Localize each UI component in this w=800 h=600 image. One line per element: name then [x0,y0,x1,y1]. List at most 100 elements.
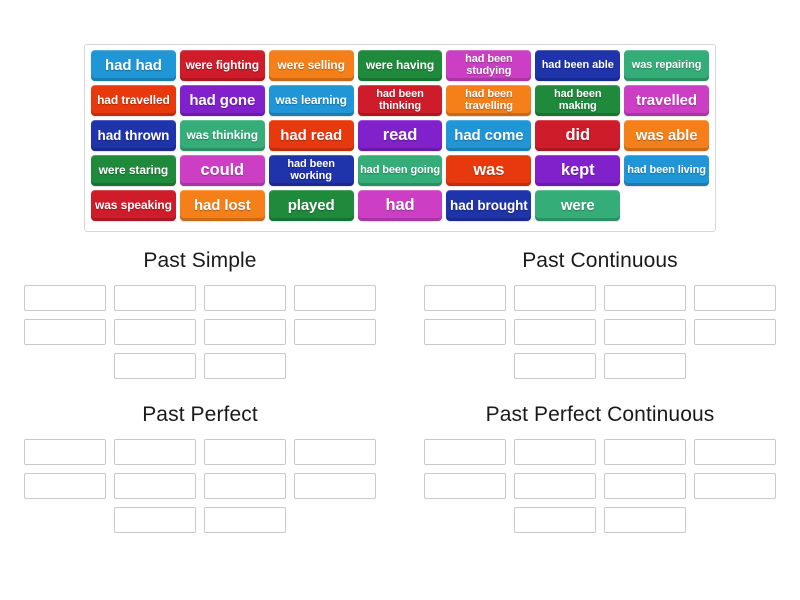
drop-grid-past-simple [0,285,400,379]
word-tile[interactable]: could [179,155,265,186]
word-tile[interactable]: had thrown [91,120,176,151]
word-tile[interactable]: travelled [624,85,710,116]
drop-slot[interactable] [204,353,286,379]
drop-slot[interactable] [514,473,596,499]
drop-slot[interactable] [514,439,596,465]
drop-slot[interactable] [604,439,686,465]
drop-slot[interactable] [24,285,106,311]
drop-slot[interactable] [604,353,686,379]
drop-grid-past-perfect [0,439,400,533]
group-past-continuous: Past Continuous [400,250,800,379]
word-tile[interactable]: was repairing [624,50,710,81]
word-tile[interactable]: were selling [268,50,354,81]
drop-slot[interactable] [24,473,106,499]
drop-slot[interactable] [204,439,286,465]
word-tile[interactable]: was [446,155,532,186]
word-tile[interactable]: did [535,120,621,151]
word-tile[interactable]: was able [624,120,710,151]
word-tile[interactable]: was speaking [91,190,176,221]
drop-slot[interactable] [204,319,286,345]
group-past-perfect-continuous: Past Perfect Continuous [400,404,800,533]
word-tile[interactable]: kept [535,155,621,186]
word-tile[interactable]: was learning [268,85,354,116]
drop-slot[interactable] [424,473,506,499]
drop-row [24,319,376,345]
group-title-past-simple: Past Simple [143,249,257,272]
drop-slot[interactable] [114,285,196,311]
word-tile[interactable]: had been thinking [357,85,443,116]
word-tile[interactable]: had been studying [446,50,532,81]
drop-slot[interactable] [294,439,376,465]
word-tile[interactable]: played [268,190,354,221]
drop-slot[interactable] [424,285,506,311]
drop-row [514,353,686,379]
drop-slot[interactable] [114,507,196,533]
drop-slot[interactable] [694,319,776,345]
word-tile[interactable]: had come [446,120,532,151]
word-tile[interactable]: read [357,120,443,151]
drop-row [24,439,376,465]
drop-slot[interactable] [604,473,686,499]
drop-slot[interactable] [204,473,286,499]
drop-slot[interactable] [204,507,286,533]
drop-slot[interactable] [514,353,596,379]
drop-slot[interactable] [694,439,776,465]
group-title-past-perfect-continuous: Past Perfect Continuous [485,403,715,426]
group-title-past-continuous: Past Continuous [522,249,678,272]
drop-row [514,507,686,533]
drop-slot[interactable] [424,439,506,465]
drop-slot[interactable] [294,319,376,345]
drop-slot[interactable] [24,319,106,345]
drop-slot[interactable] [514,319,596,345]
drop-slot[interactable] [114,319,196,345]
drop-slot[interactable] [694,473,776,499]
drop-row [114,353,286,379]
word-tile[interactable]: were having [357,50,443,81]
drop-slot[interactable] [514,285,596,311]
word-tile[interactable]: had been living [624,155,710,186]
word-tile[interactable]: were [535,190,621,221]
word-tile[interactable]: had been able [535,50,621,81]
word-tile[interactable]: had travelled [91,85,176,116]
drop-row [114,507,286,533]
word-tile[interactable]: had lost [179,190,265,221]
drop-row [24,285,376,311]
word-tile[interactable]: was thinking [179,120,265,151]
drop-row [424,439,776,465]
drop-slot[interactable] [24,439,106,465]
tile-placeholder [624,190,709,221]
drop-slot[interactable] [114,353,196,379]
drop-slot[interactable] [294,285,376,311]
word-tile[interactable]: had been working [268,155,354,186]
group-title-past-perfect: Past Perfect [142,403,258,426]
drop-slot[interactable] [114,473,196,499]
drop-row [424,473,776,499]
word-tile[interactable]: had been travelling [446,85,532,116]
drop-slot[interactable] [604,285,686,311]
drop-slot[interactable] [294,473,376,499]
drop-slot[interactable] [424,319,506,345]
drop-slot[interactable] [604,507,686,533]
word-tile[interactable]: had been making [535,85,621,116]
word-tile[interactable]: were staring [91,155,176,186]
drop-slot[interactable] [514,507,596,533]
word-tile[interactable]: were fighting [179,50,265,81]
drop-slot[interactable] [114,439,196,465]
group-past-simple: Past Simple [0,250,400,379]
word-tile[interactable]: had read [268,120,354,151]
drop-slot[interactable] [694,285,776,311]
drop-grid-past-perfect-continuous [400,439,800,533]
drop-slot[interactable] [604,319,686,345]
drop-slot[interactable] [204,285,286,311]
word-tile[interactable]: had brought [446,190,532,221]
word-tile[interactable]: had been going [357,155,443,186]
word-tile[interactable]: had [357,190,443,221]
word-tile[interactable]: had had [91,50,176,81]
group-past-perfect: Past Perfect [0,404,400,533]
word-tile[interactable]: had gone [179,85,265,116]
